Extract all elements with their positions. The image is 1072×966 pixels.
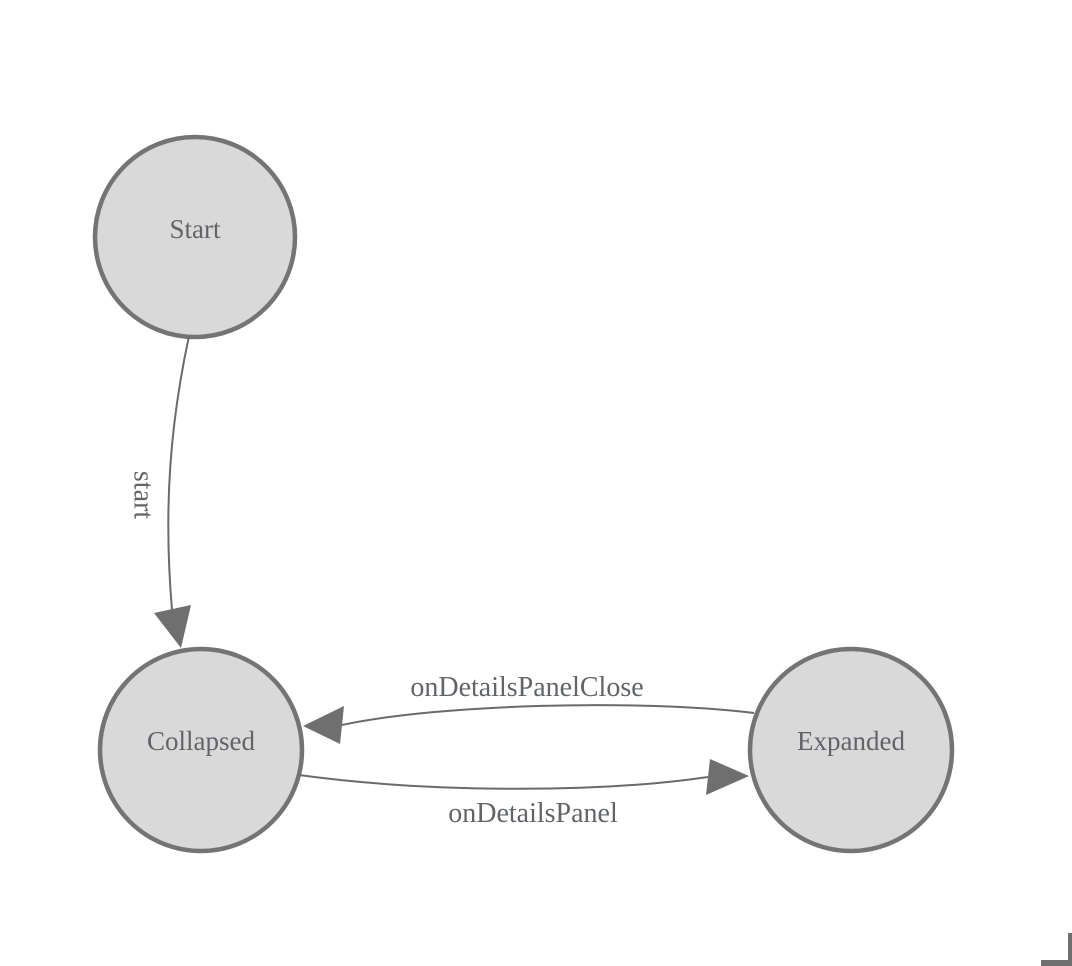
edge-start-transition-arrowhead [154,605,191,648]
resize-corner-horizontal-bar [1041,960,1072,966]
state-label-start: Start [170,214,221,244]
edge-label-on-details-panel: onDetailsPanel [448,798,618,829]
resize-corner-handle[interactable] [1041,933,1072,966]
edge-label-start: start [128,471,159,519]
state-label-collapsed: Collapsed [147,726,255,756]
state-node-expanded[interactable]: Expanded [747,646,955,854]
edge-on-details-panel-arrowhead [706,759,749,795]
edge-on-details-panel-path[interactable] [298,774,709,790]
state-circle-start[interactable] [92,134,298,340]
state-node-start[interactable]: Start [92,134,298,340]
edge-on-details-panel[interactable]: onDetailsPanel [298,759,749,829]
edge-on-details-panel-close-arrowhead [303,706,344,744]
edge-start-transition-path[interactable] [167,335,190,611]
edge-on-details-panel-close[interactable]: onDetailsPanelClose [303,672,755,744]
edge-label-on-details-panel-close: onDetailsPanelClose [410,672,643,703]
state-node-collapsed[interactable]: Collapsed [97,646,305,854]
state-circle-expanded[interactable] [747,646,955,854]
resize-corner-vertical-bar [1068,933,1072,966]
edge-start-transition[interactable]: start [128,335,192,648]
edge-on-details-panel-close-path[interactable] [341,704,755,726]
state-label-expanded: Expanded [797,726,905,756]
state-circle-collapsed[interactable] [97,646,305,854]
